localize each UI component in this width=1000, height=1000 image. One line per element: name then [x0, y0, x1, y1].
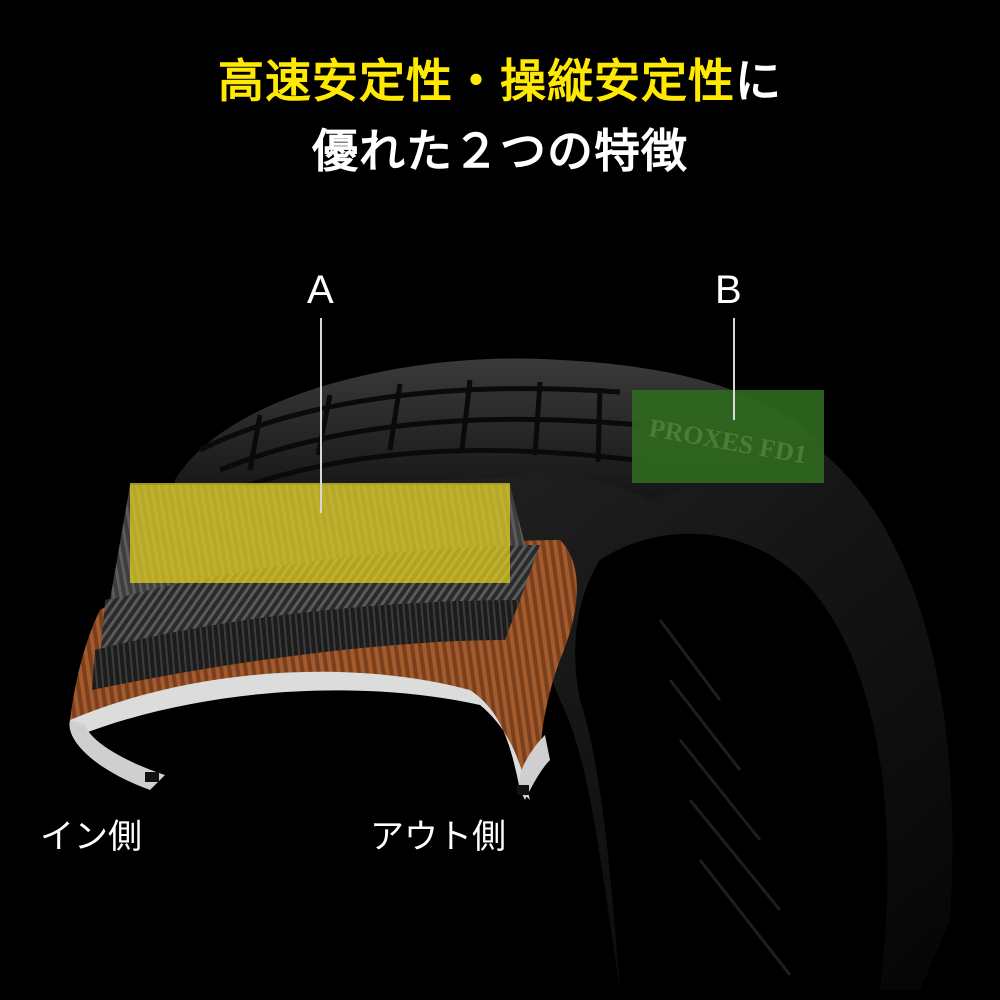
headline-tail: に	[735, 54, 782, 108]
inner-ribs	[658, 619, 792, 976]
leader-line-a	[320, 318, 322, 513]
headline-line-2: 優れた２つの特徴	[312, 124, 688, 178]
cap-ply-layer	[92, 600, 520, 690]
inner-liner	[70, 671, 530, 800]
headline-line-1: 高速安定性・操縦安定性に	[0, 58, 1000, 104]
tire-inner-opening	[575, 533, 888, 990]
bead-out	[519, 735, 550, 800]
bead-in	[69, 720, 165, 790]
bead-core-out	[517, 785, 529, 795]
headline-highlight: 高速安定性・操縦安定性	[218, 54, 735, 108]
marker-a-label: A	[307, 268, 334, 312]
leader-line-b	[733, 318, 735, 420]
bead-core-in	[145, 772, 159, 782]
inner-side-label: イン側	[40, 817, 142, 857]
marker-b-label: B	[715, 268, 742, 312]
outer-side-label: アウト側	[370, 817, 506, 857]
tread-grooves	[198, 379, 651, 491]
region-b-highlight	[632, 390, 824, 483]
